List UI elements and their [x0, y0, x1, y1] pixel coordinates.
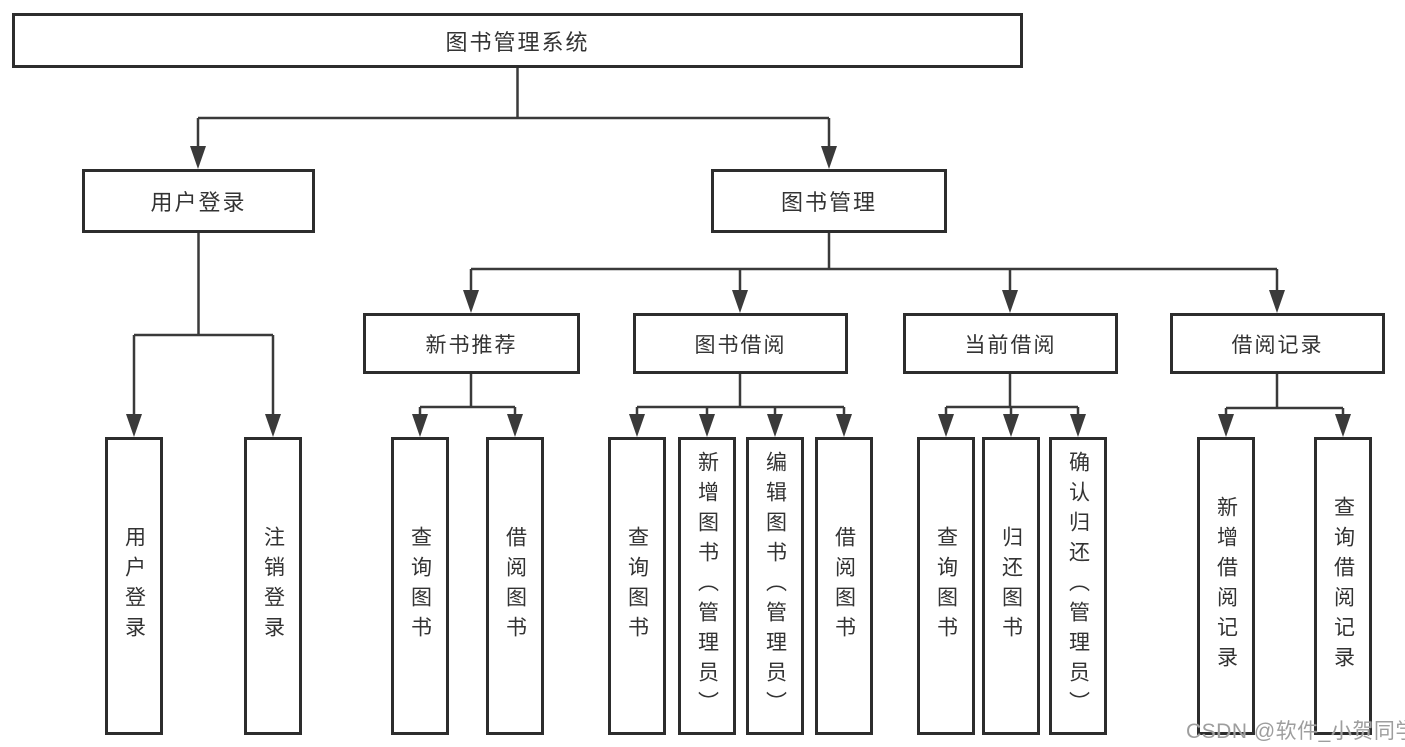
node-new-book-recommend-label: 新书推荐	[425, 333, 518, 357]
node-book-borrow-label: 图书借阅	[694, 333, 787, 357]
leaf-query-books-1-label: 查询图书	[408, 526, 432, 646]
leaf-query-borrow-record: 查询借阅记录	[1314, 437, 1372, 735]
csdn-watermark: CSDN @软件_小贺同学	[1186, 720, 1405, 743]
node-root: 图书管理系统	[12, 13, 1023, 68]
leaf-confirm-return-admin: 确认归还（管理员）	[1049, 437, 1107, 735]
leaf-query-books-2-label: 查询图书	[625, 526, 649, 646]
node-book-borrow: 图书借阅	[633, 313, 848, 374]
node-current-borrow-label: 当前借阅	[964, 333, 1057, 357]
node-book-management: 图书管理	[711, 169, 947, 233]
leaf-add-borrow-record-label: 新增借阅记录	[1214, 496, 1238, 676]
node-root-label: 图书管理系统	[445, 29, 590, 55]
node-borrow-records: 借阅记录	[1170, 313, 1385, 374]
node-new-book-recommend: 新书推荐	[363, 313, 580, 374]
leaf-user-login-label: 用户登录	[122, 526, 146, 646]
leaf-logout: 注销登录	[244, 437, 302, 735]
leaf-return-books: 归还图书	[982, 437, 1040, 735]
leaf-return-books-label: 归还图书	[999, 526, 1023, 646]
node-borrow-records-label: 借阅记录	[1231, 333, 1324, 357]
leaf-confirm-return-admin-label: 确认归还（管理员）	[1066, 451, 1090, 721]
node-book-management-label: 图书管理	[780, 190, 877, 215]
leaf-query-books-3: 查询图书	[917, 437, 975, 735]
leaf-borrow-books-1: 借阅图书	[486, 437, 544, 735]
node-user-login: 用户登录	[82, 169, 315, 233]
leaf-add-borrow-record: 新增借阅记录	[1197, 437, 1255, 735]
leaf-query-books-3-label: 查询图书	[934, 526, 958, 646]
leaf-edit-books-admin: 编辑图书（管理员）	[746, 437, 804, 735]
leaf-user-login: 用户登录	[105, 437, 163, 735]
leaf-logout-label: 注销登录	[261, 526, 285, 646]
leaf-edit-books-admin-label: 编辑图书（管理员）	[763, 451, 787, 721]
leaf-borrow-books-2-label: 借阅图书	[832, 526, 856, 646]
leaf-query-books-1: 查询图书	[391, 437, 449, 735]
leaf-add-books-admin: 新增图书（管理员）	[678, 437, 736, 735]
leaf-query-borrow-record-label: 查询借阅记录	[1331, 496, 1355, 676]
leaf-query-books-2: 查询图书	[608, 437, 666, 735]
node-current-borrow: 当前借阅	[903, 313, 1118, 374]
leaf-borrow-books-2: 借阅图书	[815, 437, 873, 735]
leaf-borrow-books-1-label: 借阅图书	[503, 526, 527, 646]
node-user-login-label: 用户登录	[150, 190, 247, 215]
leaf-add-books-admin-label: 新增图书（管理员）	[695, 451, 719, 721]
